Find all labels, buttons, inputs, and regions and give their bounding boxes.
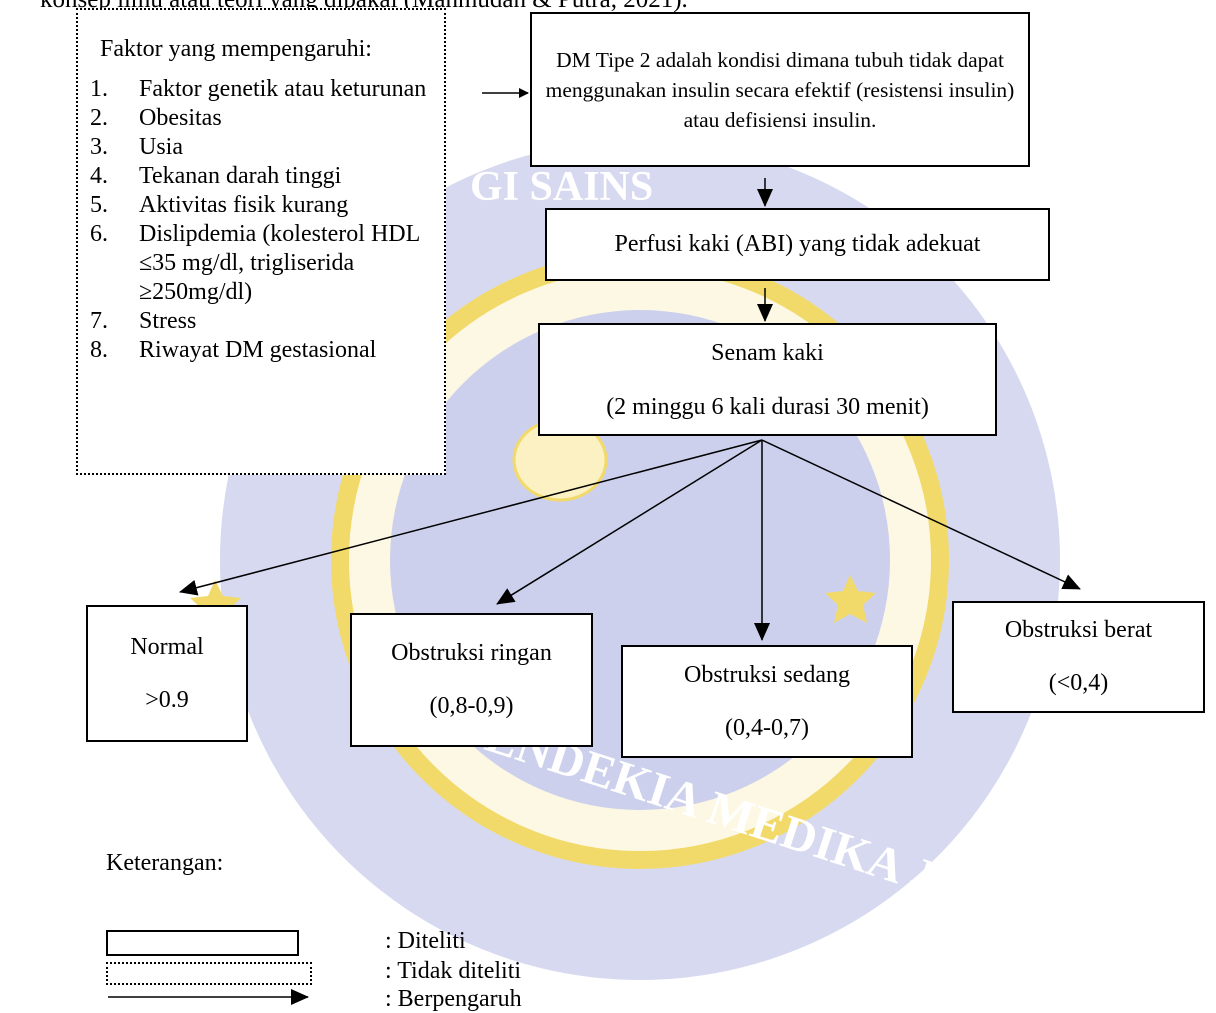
factors-list: 1. Faktor genetik atau keturunan 2. Obesit… [90, 75, 444, 365]
outcome-berat-box: Obstruksi berat (<0,4) [952, 601, 1205, 713]
item-text: Obesitas [139, 105, 222, 131]
item-text: Aktivitas fisik kurang [139, 192, 349, 218]
outcome-normal-box: Normal >0.9 [86, 605, 248, 742]
dm-definition-text: DM Tipe 2 adalah kondisi dimana tubuh ti… [545, 47, 1015, 132]
legend-title: Keterangan: [106, 850, 224, 876]
senam-title: Senam kaki [711, 339, 824, 366]
factors-title: Faktor yang mempengaruhi: [100, 36, 372, 62]
list-item: 7. Stress [90, 307, 444, 336]
svg-text:GI SAINS: GI SAINS [470, 164, 653, 210]
factors-box: Faktor yang mempengaruhi: 1. Faktor genet… [76, 8, 446, 475]
outcome-range: (<0,4) [1048, 670, 1109, 696]
perfusi-box: Perfusi kaki (ABI) yang tidak adekuat [545, 208, 1050, 281]
item-number: 4. [90, 163, 108, 189]
outcome-range: (0,8-0,9) [429, 693, 514, 719]
item-number: 2. [90, 105, 108, 131]
item-text: Dislipdemia (kolesterol HDL ≤35 mg/dl, t… [139, 221, 420, 305]
dm-definition-box: DM Tipe 2 adalah kondisi dimana tubuh ti… [530, 12, 1030, 167]
legend-berpengaruh-label: : Berpengaruh [385, 986, 522, 1012]
senam-detail: (2 minggu 6 kali durasi 30 menit) [606, 393, 929, 420]
legend-solid-box [106, 930, 299, 956]
list-item: 8. Riwayat DM gestasional [90, 336, 444, 365]
item-number: 5. [90, 192, 108, 218]
item-text: Faktor genetik atau keturunan [139, 76, 427, 102]
item-number: 8. [90, 337, 108, 363]
item-number: 3. [90, 134, 108, 160]
item-text: Stress [139, 308, 197, 334]
outcome-label: Obstruksi berat [1004, 617, 1153, 643]
outcome-range: (0,4-0,7) [725, 714, 809, 741]
outcome-label: Obstruksi ringan [391, 640, 552, 666]
legend-tidak-diteliti-label: : Tidak diteliti [385, 958, 522, 984]
list-item: 5. Aktivitas fisik kurang [90, 191, 444, 220]
item-text: Riwayat DM gestasional [139, 337, 377, 363]
list-item: 4. Tekanan darah tinggi [90, 162, 444, 191]
perfusi-text: Perfusi kaki (ABI) yang tidak adekuat [614, 231, 981, 257]
item-text: Tekanan darah tinggi [139, 163, 342, 189]
outcome-ringan-box: Obstruksi ringan (0,8-0,9) [350, 613, 593, 747]
list-item: 6. Dislipdemia (kolesterol HDL ≤35 mg/dl,… [90, 220, 444, 307]
item-number: 6. [90, 221, 108, 247]
legend-diteliti-label: : Diteliti [385, 928, 466, 954]
outcome-range: >0.9 [145, 686, 189, 713]
list-item: 1. Faktor genetik atau keturunan [90, 75, 444, 104]
outcome-label: Normal [130, 633, 204, 660]
item-number: 7. [90, 308, 108, 334]
outcome-label: Obstruksi sedang [684, 661, 850, 688]
legend-dotted-box [106, 962, 312, 985]
list-item: 2. Obesitas [90, 104, 444, 133]
outcome-sedang-box: Obstruksi sedang (0,4-0,7) [621, 645, 913, 758]
item-number: 1. [90, 76, 108, 102]
senam-kaki-box: Senam kaki (2 minggu 6 kali durasi 30 me… [538, 323, 997, 436]
item-text: Usia [139, 134, 183, 160]
list-item: 3. Usia [90, 133, 444, 162]
